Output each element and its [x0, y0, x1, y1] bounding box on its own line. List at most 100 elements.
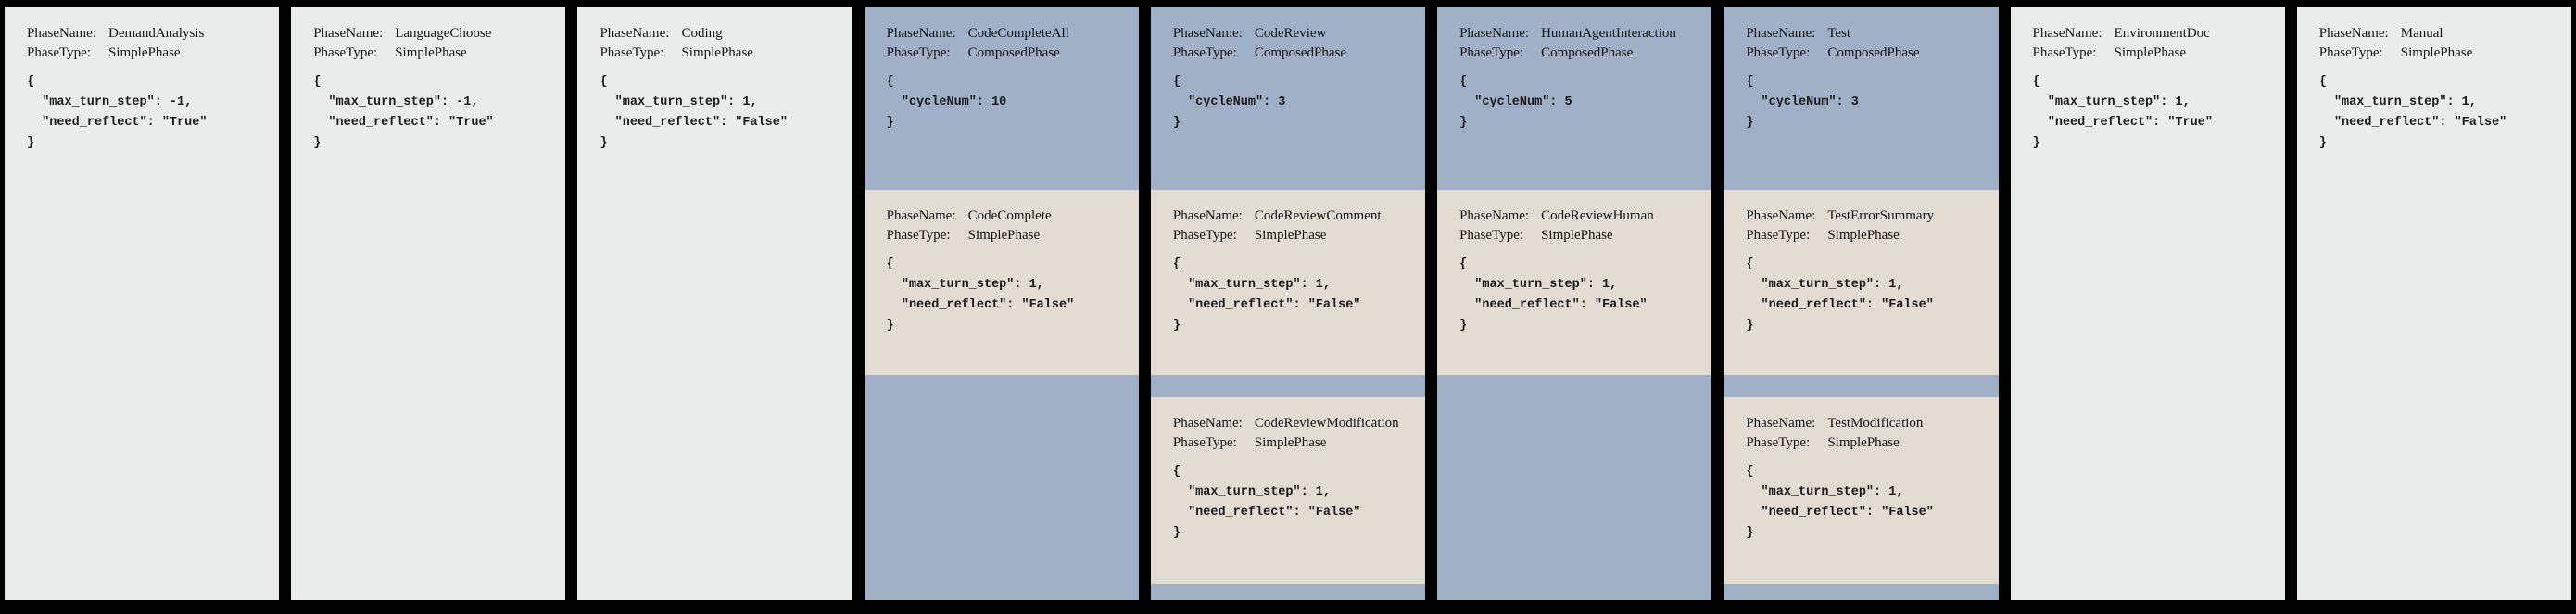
phase-card-code-review: PhaseName: CodeReview PhaseType: ComposedP…	[1150, 7, 1426, 600]
phase-type-row: PhaseType:ComposedPhase	[887, 44, 1131, 63]
phase-type-label: PhaseType:	[1746, 228, 1811, 243]
phase-card-human-agent-interaction: PhaseName:HumanAgentInteraction PhaseTyp…	[1437, 7, 1712, 600]
composed-card-filler	[1151, 584, 1425, 600]
phase-name-label: PhaseName:	[886, 208, 956, 223]
phase-type-value: SimplePhase	[2114, 45, 2187, 60]
phase-name-row: PhaseName: Test	[1746, 24, 1990, 44]
phase-config-json: { "cycleNum": 10 }	[886, 75, 1007, 130]
phase-type-value: SimplePhase	[395, 45, 467, 60]
composed-card-filler	[865, 375, 1139, 600]
phase-card-demand-analysis: PhaseName:DemandAnalysis PhaseType:Simpl…	[5, 7, 280, 600]
phase-name-label: PhaseName:	[1172, 416, 1243, 431]
phase-type-row: PhaseType:SimplePhase	[1459, 226, 1704, 245]
phase-card-language-choose: PhaseName:LanguageChoose PhaseType: Simpl…	[291, 7, 566, 600]
phase-name-value: EnvironmentDoc	[2114, 26, 2210, 41]
phase-name-row: PhaseName: CodeCompleteAll	[887, 24, 1131, 44]
phase-type-value: ComposedPhase	[1827, 45, 1920, 60]
subphase-card-test-error-summary: PhaseName:TestErrorSummary PhaseType: Sim…	[1724, 190, 1999, 375]
phase-type-value: SimplePhase	[1254, 228, 1327, 243]
phase-name-value: TestErrorSummary	[1827, 208, 1935, 223]
phase-name-label: PhaseName:	[1746, 26, 1816, 41]
phase-name-value: Test	[1827, 26, 1851, 41]
phase-type-value: SimplePhase	[1827, 228, 1900, 243]
phase-info: PhaseName:DemandAnalysis PhaseType:Simpl…	[5, 7, 279, 154]
phase-info: PhaseName: Manual PhaseType: SimplePhase {…	[2297, 7, 2571, 154]
phase-name-value: DemandAnalysis	[108, 26, 205, 41]
phase-name-row: PhaseName: CodeComplete	[887, 207, 1131, 226]
phase-name-row: PhaseName: Manual	[2319, 24, 2564, 44]
phase-type-value: ComposedPhase	[1254, 45, 1347, 60]
phase-type-value: SimplePhase	[2400, 45, 2473, 60]
phase-type-label: PhaseType:	[886, 228, 951, 243]
phase-type-row: PhaseType: SimplePhase	[1746, 226, 1990, 245]
phase-type-label: PhaseType:	[27, 45, 91, 60]
phase-type-value: SimplePhase	[1254, 435, 1327, 450]
phase-type-value: ComposedPhase	[967, 45, 1060, 60]
phase-type-row: PhaseType:SimplePhase	[27, 44, 271, 63]
phase-name-label: PhaseName:	[1172, 26, 1243, 41]
phase-config-json: { "max_turn_step": 1, "need_reflect": "T…	[2032, 75, 2213, 150]
subphase-card-code-complete: PhaseName: CodeComplete PhaseType: SimpleP…	[864, 190, 1139, 375]
phase-name-value: TestModification	[1827, 416, 1924, 431]
phase-name-value: Manual	[2400, 26, 2443, 41]
phase-config-json: { "max_turn_step": 1, "need_reflect": "F…	[600, 75, 788, 150]
subphase-card-code-review-modification: PhaseName: CodeReviewModification PhaseTy…	[1150, 397, 1426, 584]
phase-name-value: CodeCompleteAll	[967, 26, 1069, 41]
phase-type-value: SimplePhase	[1827, 435, 1900, 450]
phase-type-row: PhaseType: SimplePhase	[1173, 433, 1418, 453]
phase-name-label: PhaseName:	[1172, 208, 1243, 223]
phase-pipeline-board: PhaseName: DemandAnalysis PhaseType: Simpl…	[5, 7, 2571, 600]
phase-config-json: { "max_turn_step": -1, "need_reflect": "…	[27, 75, 208, 150]
phase-type-label: PhaseType:	[1172, 435, 1237, 450]
phase-type-row: PhaseType: SimplePhase	[2319, 44, 2564, 63]
subcard-separator	[1151, 375, 1425, 397]
subcard-separator	[1724, 375, 1998, 397]
phase-config-json: { "cycleNum": 3 }	[1172, 75, 1286, 130]
phase-info: PhaseName:EnvironmentDoc PhaseType:Simpl…	[2011, 7, 2285, 154]
phase-config-json: { "max_turn_step": 1, "need_reflect": "F…	[1172, 465, 1361, 540]
phase-config-json: { "cycleNum": 5 }	[1459, 75, 1572, 130]
subphase-card-code-review-human: PhaseName:CodeReviewHuman PhaseType:Simp…	[1437, 190, 1712, 375]
phase-name-row: PhaseName:TestErrorSummary	[1746, 207, 1990, 226]
phase-type-label: PhaseType:	[1746, 45, 1811, 60]
phase-config-json: { "max_turn_step": 1, "need_reflect": "F…	[1746, 465, 1934, 540]
phase-type-row: PhaseType: SimplePhase	[313, 44, 558, 63]
phase-config-json: { "max_turn_step": 1, "need_reflect": "F…	[2318, 75, 2507, 150]
phase-name-row: PhaseName:EnvironmentDoc	[2033, 24, 2278, 44]
phase-name-row: PhaseName:HumanAgentInteraction	[1459, 24, 1704, 44]
phase-name-value: CodeComplete	[967, 208, 1052, 223]
phase-type-row: PhaseType:SimplePhase	[2033, 44, 2278, 63]
phase-config-json: { "max_turn_step": 1, "need_reflect": "F…	[1459, 257, 1648, 332]
phase-config-json: { "max_turn_step": 1, "need_reflect": "F…	[886, 257, 1075, 332]
phase-name-row: PhaseName:CodeReviewComment	[1173, 207, 1418, 226]
phase-name-row: PhaseName: CodeReview	[1173, 24, 1418, 44]
phase-name-label: PhaseName:	[600, 26, 670, 41]
phase-name-row: PhaseName: Coding	[600, 24, 844, 44]
composed-phase-info: PhaseName: Test PhaseType: ComposedPhase {…	[1724, 7, 1998, 190]
composed-phase-info: PhaseName:HumanAgentInteraction PhaseTyp…	[1437, 7, 1711, 190]
phase-name-value: HumanAgentInteraction	[1541, 26, 1676, 41]
phase-name-value: Coding	[681, 26, 723, 41]
phase-type-label: PhaseType:	[1746, 435, 1811, 450]
subphase-card-code-review-comment: PhaseName:CodeReviewComment PhaseType:Si…	[1150, 190, 1426, 375]
phase-name-label: PhaseName:	[2318, 26, 2389, 41]
phase-type-label: PhaseType:	[1459, 45, 1524, 60]
phase-name-value: CodeReviewModification	[1254, 416, 1399, 431]
phase-name-row: PhaseName:LanguageChoose	[313, 24, 558, 44]
phase-type-label: PhaseType:	[313, 45, 378, 60]
phase-type-value: SimplePhase	[1541, 228, 1613, 243]
phase-config-json: { "cycleNum": 3 }	[1746, 75, 1859, 130]
phase-type-row: PhaseType: SimplePhase	[887, 226, 1131, 245]
phase-type-row: PhaseType:SimplePhase	[1173, 226, 1418, 245]
phase-name-row: PhaseName: CodeReviewModification	[1173, 414, 1418, 433]
phase-type-row: PhaseType:ComposedPhase	[1459, 44, 1704, 63]
phase-type-value: SimplePhase	[967, 228, 1041, 243]
phase-type-row: PhaseType:SimplePhase	[600, 44, 844, 63]
phase-config-json: { "max_turn_step": 1, "need_reflect": "F…	[1746, 257, 1934, 332]
phase-name-label: PhaseName:	[886, 26, 956, 41]
phase-type-row: PhaseType: ComposedPhase	[1746, 44, 1990, 63]
phase-name-label: PhaseName:	[1459, 208, 1530, 223]
phase-name-value: CodeReview	[1254, 26, 1327, 41]
phase-type-label: PhaseType:	[2318, 45, 2383, 60]
phase-name-row: PhaseName:TestModification	[1746, 414, 1990, 433]
